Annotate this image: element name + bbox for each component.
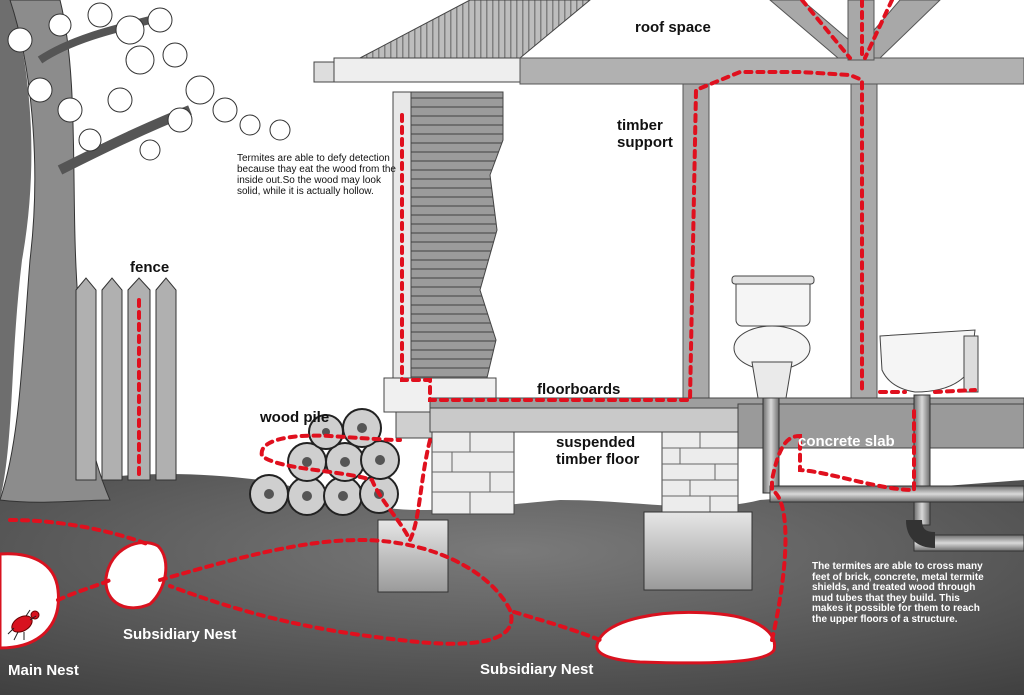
label-timber-support: timber support: [617, 117, 673, 151]
basin: [879, 329, 979, 393]
pipes: [762, 394, 1024, 552]
label-main-nest: Main Nest: [8, 662, 79, 679]
roof: [313, 0, 1024, 85]
termite-icon: [7, 609, 40, 641]
label-subsidiary-nest-bottom: Subsidiary Nest: [480, 661, 594, 678]
label-fence: fence: [130, 259, 170, 276]
termite-trails: [8, 0, 977, 646]
subsidiary-nest-bottom-chamber: [595, 610, 777, 665]
label-concrete-slab: concrete slab: [798, 433, 895, 450]
label-subsidiary-nest-left: Subsidiary Nest: [123, 626, 237, 643]
label-floorboards: floorboards: [537, 381, 621, 398]
note-wood-detection: Termites are able to defy detection beca…: [237, 153, 396, 197]
note-termites-cross: The termites are able to cross many feet…: [812, 561, 984, 625]
label-roof-space: roof space: [635, 19, 711, 36]
fence: [75, 277, 177, 481]
brick-foundation: [377, 431, 753, 593]
label-wood-pile: wood pile: [260, 409, 330, 426]
toilet: [731, 275, 815, 399]
label-suspended-timber-floor: suspended timber floor: [556, 434, 640, 468]
subsidiary-nest-left-chamber: [104, 541, 168, 610]
